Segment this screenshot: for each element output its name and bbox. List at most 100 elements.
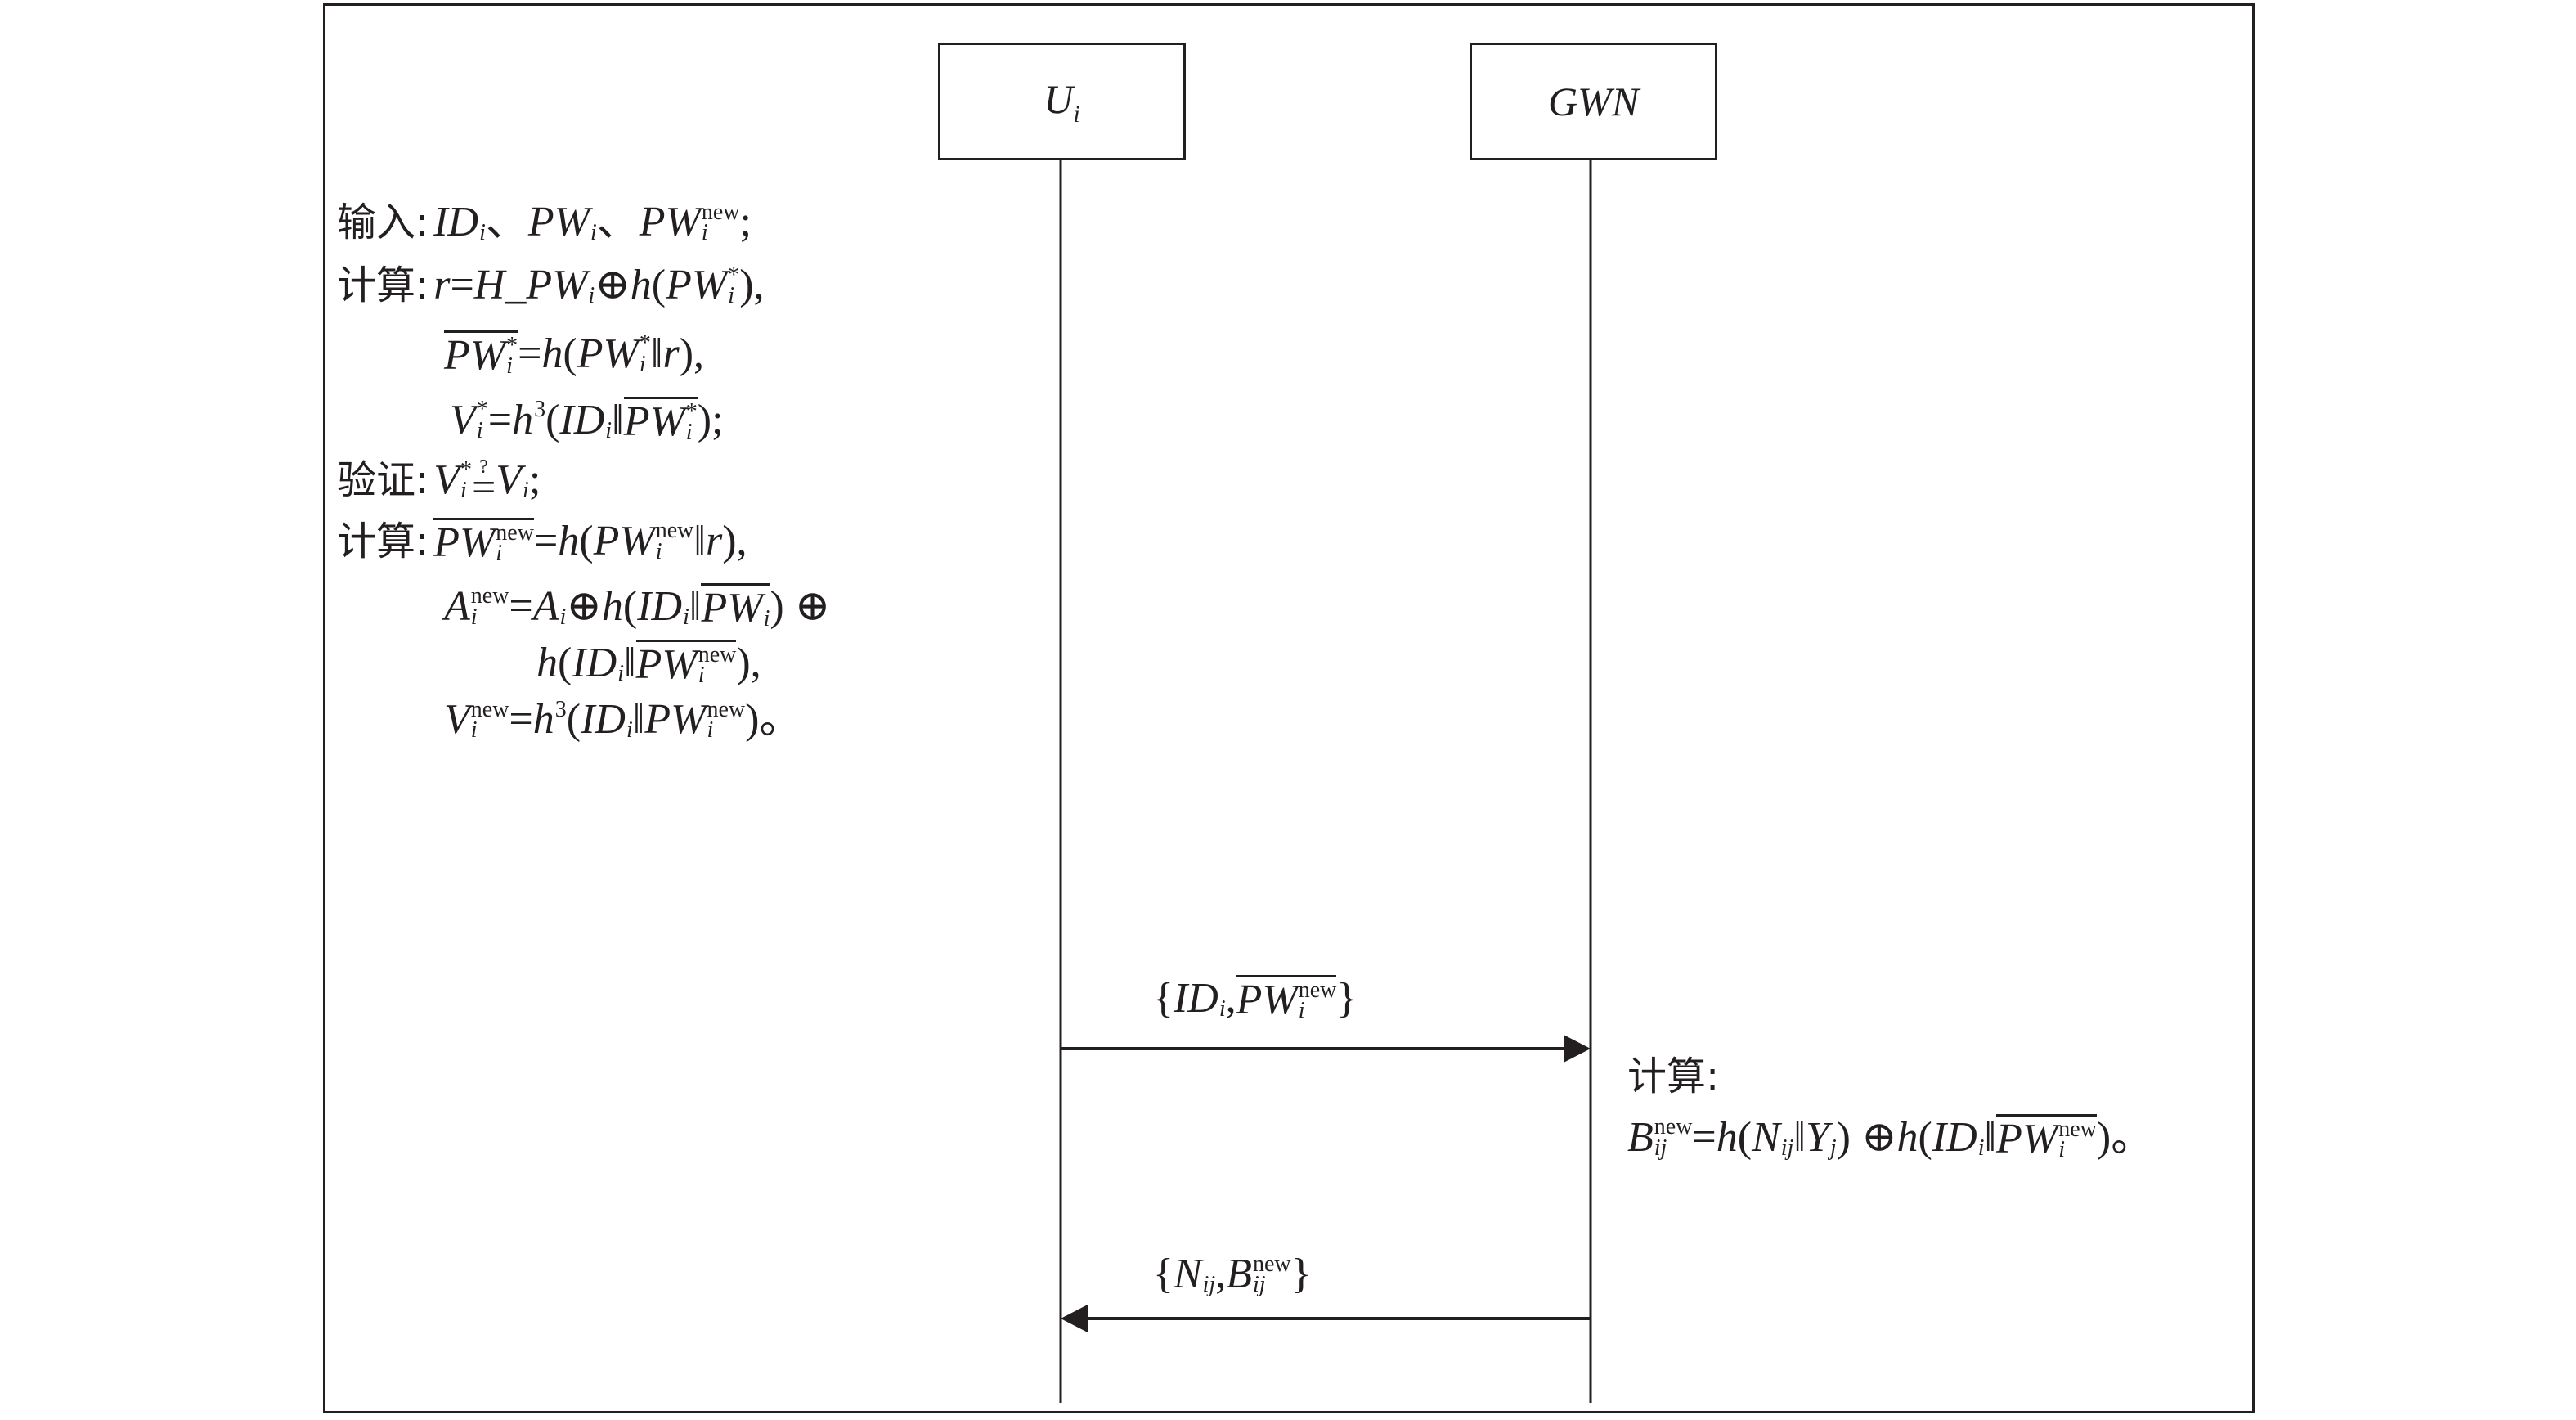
formula-token: h [1897, 1116, 1919, 1159]
operator: } [1290, 1251, 1312, 1297]
superscript [1781, 1117, 1794, 1137]
formula-token: ‖ [623, 639, 636, 686]
formula-token: 、 [486, 201, 528, 244]
symbol-scripts: i [617, 642, 624, 686]
operator: = [509, 582, 533, 630]
symbol-base: ID [1173, 974, 1218, 1022]
formula-token: V i [496, 459, 529, 502]
formula-token: = [534, 519, 558, 563]
formula-token: ( [563, 332, 577, 375]
subscript: i [701, 220, 708, 245]
operator: )。 [745, 696, 802, 743]
symbol-scripts: *i [477, 398, 488, 442]
annotated-operator: ?= [472, 456, 496, 510]
symbol-scripts: i [605, 399, 612, 442]
formula-token: PW*i [623, 397, 698, 445]
actor-gateway-label: GWN [1547, 79, 1640, 124]
symbol-scripts: i [683, 586, 689, 628]
symbol-base: ID [581, 696, 626, 743]
operator-annotation: ? [479, 456, 488, 478]
operator: ‖ [623, 639, 636, 686]
symbol-scripts: *i [640, 332, 651, 375]
operator: ), [739, 262, 765, 308]
symbol-base: PW [623, 398, 685, 445]
formula-token: ( [558, 641, 572, 685]
formula-token: Y j [1806, 1116, 1837, 1159]
operator: ‖ [1793, 1113, 1806, 1161]
subscript: i [470, 717, 478, 743]
formula-token: ID i [637, 585, 689, 628]
math-symbol: N ij [1752, 1113, 1794, 1161]
operator: ‖ [689, 582, 702, 630]
formula-token: ); [698, 398, 724, 442]
symbol-base: N [1752, 1113, 1780, 1161]
operator: { [1153, 974, 1174, 1022]
math-symbol: V*i [433, 458, 472, 501]
formula-token: ‖ [693, 517, 706, 564]
superscript: new [698, 641, 737, 667]
formula-token: ( [623, 585, 637, 628]
formula-token: h [541, 332, 563, 375]
actor-user-label: Ui [1043, 75, 1080, 128]
operator: ‖ [1984, 1113, 1997, 1161]
formula-token: ( [567, 699, 581, 741]
formula-token: = [450, 264, 473, 307]
subscript: ij [1202, 1272, 1216, 1297]
superscript: new [470, 696, 509, 722]
superscript: new [655, 518, 694, 544]
formula-token: 、 [597, 201, 640, 244]
formula-token: ) ⊕ [1836, 1113, 1897, 1161]
math-symbol: r [662, 330, 680, 377]
operator: )。 [2096, 1113, 2154, 1161]
superscript: * [728, 262, 740, 288]
symbol-base: PW [527, 199, 590, 245]
subscript: i [698, 663, 705, 688]
math-symbol: ID i [581, 696, 633, 743]
operator: ), [736, 639, 761, 686]
math-symbol: ID i [1174, 977, 1226, 1020]
symbol-scripts: i [626, 699, 633, 741]
math-symbol: ID i [637, 585, 689, 628]
operator: { [1153, 1251, 1174, 1297]
operator: = [509, 696, 533, 743]
subscript: i [1977, 1135, 1985, 1161]
math-symbol: V i [496, 459, 529, 502]
subscript: i [617, 660, 624, 686]
subscript [534, 420, 545, 441]
operator: ‖ [612, 396, 624, 443]
operator: ) ⊕ [1836, 1113, 1897, 1161]
symbol-base: h [630, 262, 652, 308]
operator: ‖ [693, 517, 706, 564]
operator: = [518, 330, 542, 377]
subscript [555, 720, 567, 740]
symbol-base: PW [1236, 977, 1298, 1023]
operator: ; [739, 199, 752, 245]
formula-token: , [1215, 1253, 1226, 1296]
formula-token: ‖ [689, 582, 702, 630]
subscript: i [588, 283, 595, 308]
formula-token: ⊕ [595, 264, 631, 307]
superscript [617, 642, 624, 663]
subscript: i [707, 717, 714, 743]
formula-token: ( [652, 264, 666, 307]
formula-token: = [509, 699, 532, 741]
formula-token: 计算: [1627, 1057, 1724, 1096]
symbol-base: r [662, 330, 680, 377]
